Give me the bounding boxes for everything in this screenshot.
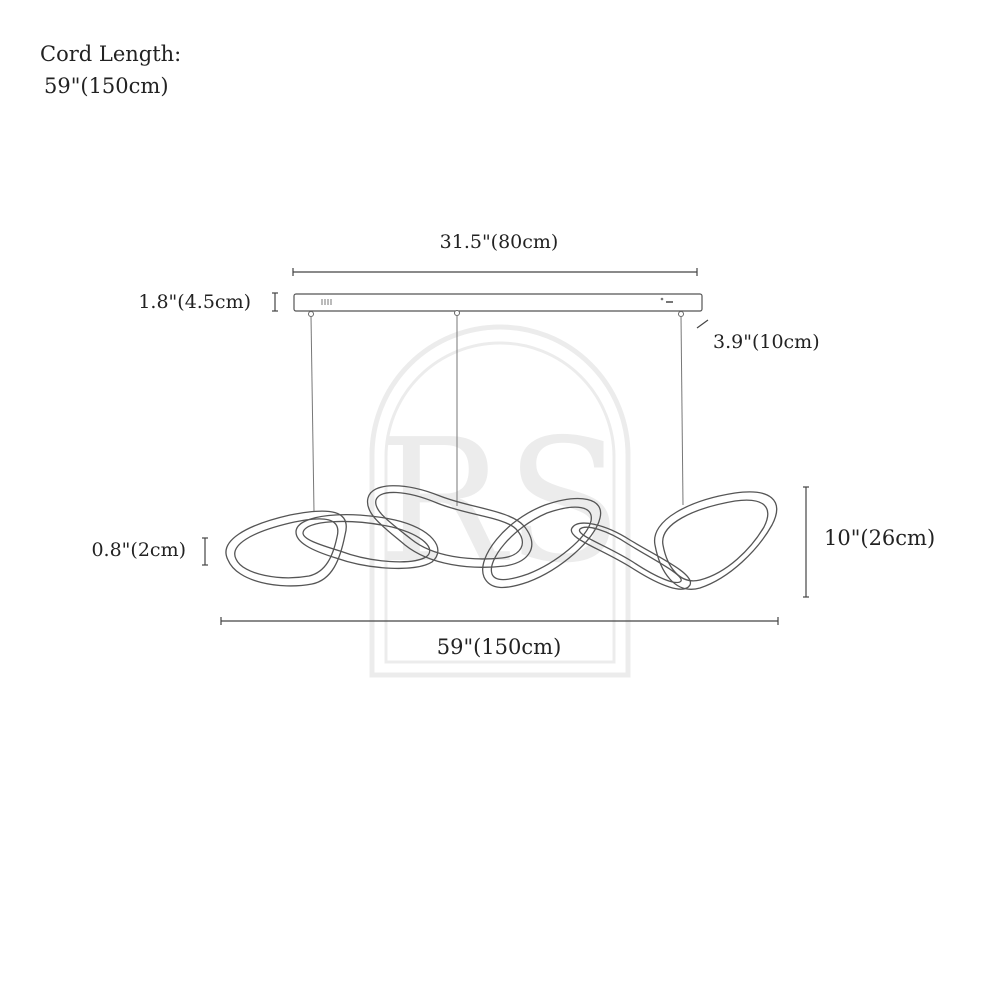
ring-5 (570, 522, 691, 590)
ring-1 (225, 510, 347, 587)
canopy-screw-icon (660, 297, 673, 303)
canopy-length-label: 31.5"(80cm) (440, 231, 559, 253)
ring-thickness-label: 0.8"(2cm) (91, 539, 186, 561)
ring-4 (482, 497, 602, 589)
canopy-depth-label: 3.9"(10cm) (713, 331, 820, 353)
interlocking-rings (225, 485, 778, 590)
watermark-monogram: RS (378, 403, 622, 601)
cord-length-value: 59"(150cm) (44, 74, 169, 98)
canopy-height-label: 1.8"(4.5cm) (138, 291, 251, 313)
fixture-length-label: 59"(150cm) (437, 635, 562, 659)
dimension-labels: 31.5"(80cm) 1.8"(4.5cm) 3.9"(10cm) 0.8"(… (91, 231, 935, 659)
cord-length-note: Cord Length: 59"(150cm) (40, 38, 181, 102)
svg-text:RS: RS (378, 403, 622, 601)
canopy (293, 293, 703, 317)
fixture-height-label: 10"(26cm) (824, 526, 935, 550)
ring-3 (366, 485, 533, 568)
dimension-lines (202, 268, 809, 625)
canopy-vent-icon (321, 299, 332, 305)
suspension-cables (310, 315, 684, 513)
cord-length-title: Cord Length: (40, 42, 182, 66)
ring-6 (654, 491, 778, 590)
watermark-logo (369, 324, 631, 678)
ring-2 (295, 513, 439, 570)
